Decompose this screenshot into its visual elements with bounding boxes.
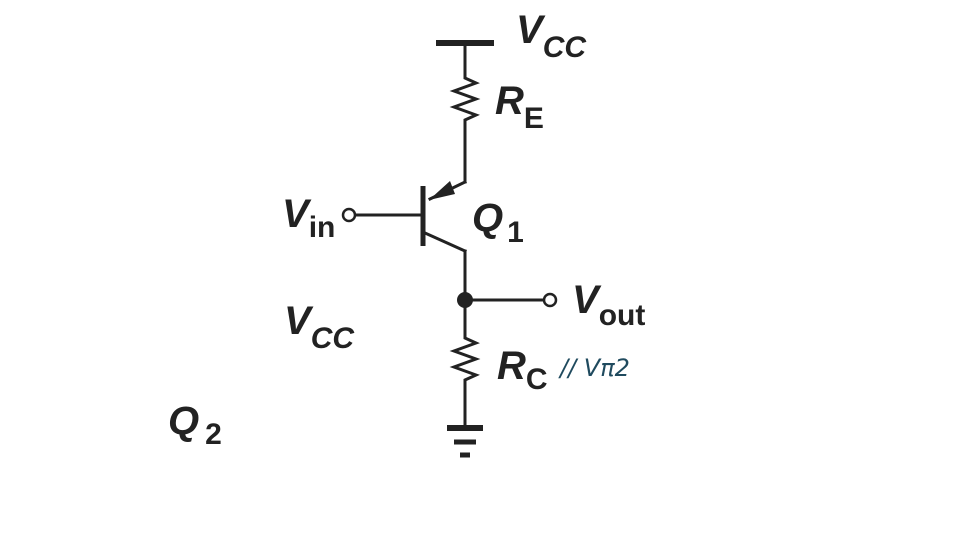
label-vin: Vin (282, 192, 335, 244)
q1-emitter-arrow (429, 181, 455, 200)
handwritten-annotation: // Vπ2 (558, 354, 630, 382)
label-vout: Vout (572, 278, 645, 332)
vout-terminal (542, 292, 558, 308)
label-rc: RC (497, 344, 548, 396)
q1-collector-lead (423, 231, 467, 253)
q1-transistor (420, 179, 468, 253)
label-vcc-top: VCC (516, 8, 587, 64)
ground-icon (447, 425, 483, 458)
vin-terminal (341, 207, 357, 223)
rc-resistor (449, 328, 481, 388)
label-re: RE (495, 79, 544, 135)
label-vcc-left: VCC (284, 299, 355, 355)
re-resistor (449, 70, 481, 128)
